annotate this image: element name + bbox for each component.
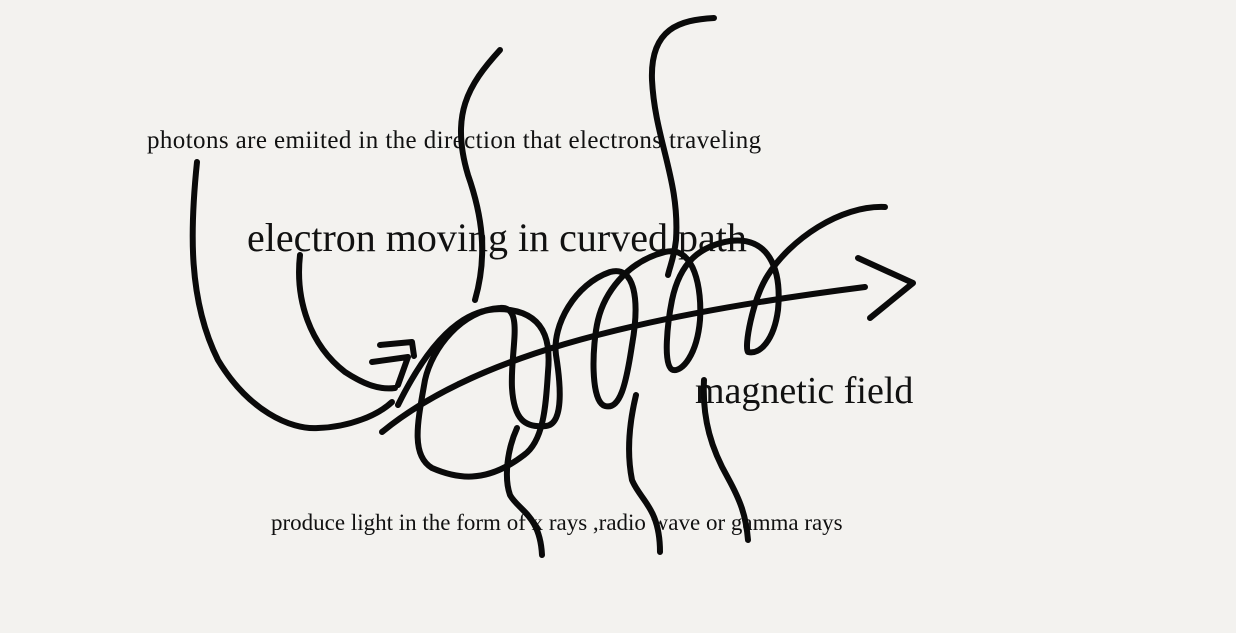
field-line-top-2: [648, 15, 717, 278]
field-line-bottom-3: [700, 377, 751, 543]
field-line-top-1: [457, 47, 503, 303]
photons-pointer-line: [189, 159, 395, 432]
field-line-bottom-1: [503, 425, 545, 558]
field-line-bottom-2: [626, 392, 663, 555]
trajectory-arrowhead: [855, 255, 916, 321]
magnetic-field-helix: [395, 203, 888, 480]
electron-trajectory-curve: [379, 284, 868, 435]
magnetic-field-label: magnetic field: [695, 370, 914, 412]
produce-light-label: produce light in the form of x rays ,rad…: [271, 510, 843, 535]
electron-pointer-line: [296, 252, 398, 392]
coil-start-arrowhead: [369, 339, 417, 388]
